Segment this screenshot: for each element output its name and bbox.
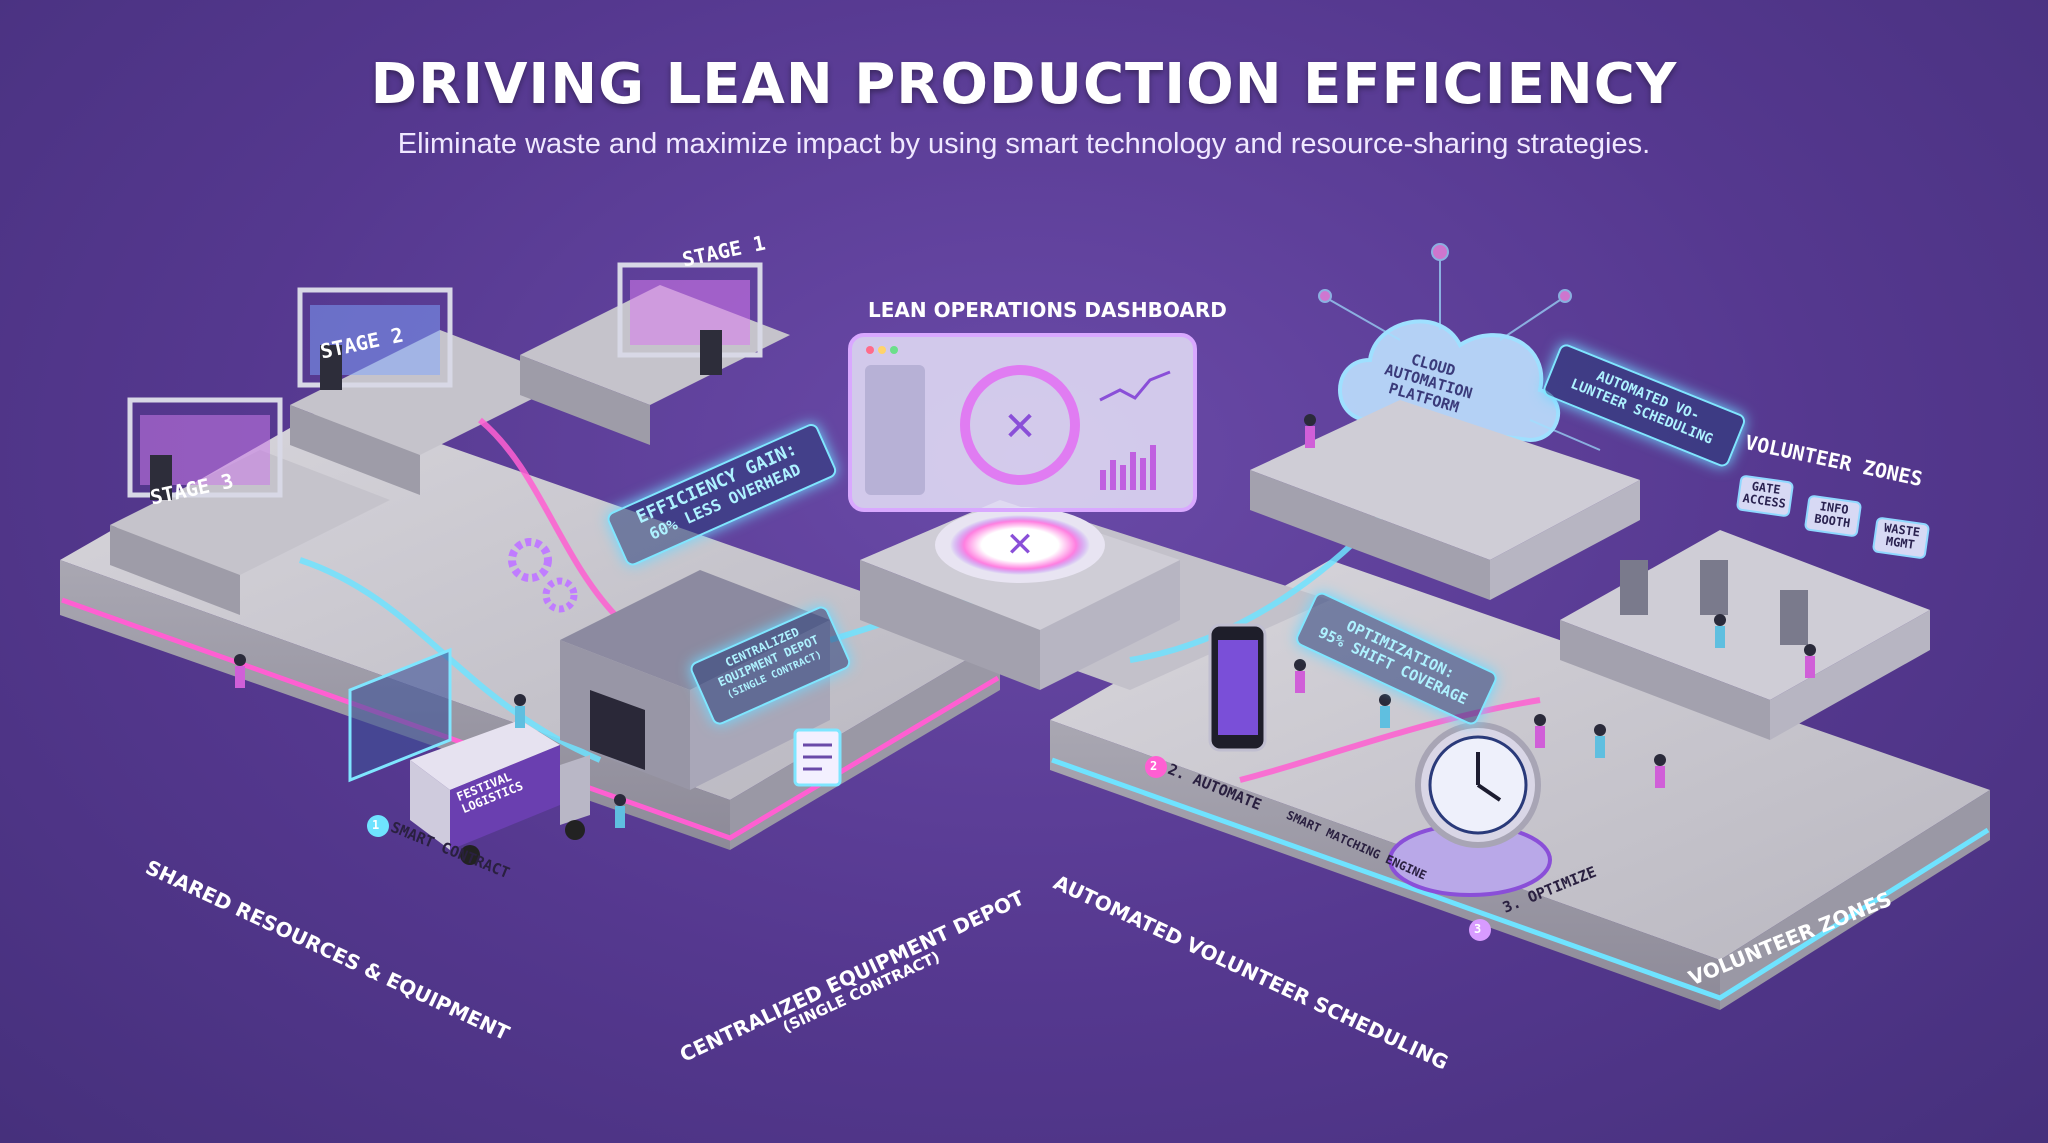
stage3-base [110,450,390,575]
zone-gate-sign: GATE ACCESS [1735,474,1795,518]
warehouse [560,570,830,790]
page-subtitle: Eliminate waste and maximize impact by u… [397,128,1651,160]
stage1-truss [617,262,763,358]
zones-platform [1560,530,1930,740]
zone-info-sign: INFO BOOTH [1803,494,1863,538]
stage2-base [290,330,570,455]
stage3-truss [127,397,283,498]
document-icon [793,728,842,787]
dashboard-trend-line [1099,370,1171,402]
step-badges [367,756,1491,941]
dashboard-pedestal: ✕ [860,500,1180,690]
gear-icon [508,538,578,613]
phone-icon [1208,623,1267,752]
dashboard-ring [960,365,1080,485]
network-lines [1318,243,1601,451]
svg-text:✕: ✕ [1006,525,1035,565]
right-platform-neon-trim [1051,757,1990,1001]
people [234,414,1816,828]
dashboard-screen: ✕ [848,333,1197,512]
step2-number: 2 [1150,759,1158,773]
truck [410,720,590,865]
svg-text:✕: ✕ [1003,404,1037,450]
clock-icon [1388,722,1552,897]
zone-waste-sign: WASTE MGMT [1871,516,1931,560]
page-title: DRIVING LEAN PRODUCTION EFFICIENCY [370,52,1678,117]
grid-screen [348,647,452,783]
step1-number: 1 [372,818,380,832]
stage-platforms [110,262,790,615]
cloud-platform [1250,400,1640,600]
left-platform-neon-trim [61,597,1000,841]
dashboard-title: LEAN OPERATIONS DASHBOARD [868,298,1227,322]
step3-number: 3 [1474,922,1482,936]
stage2-truss [297,287,453,388]
